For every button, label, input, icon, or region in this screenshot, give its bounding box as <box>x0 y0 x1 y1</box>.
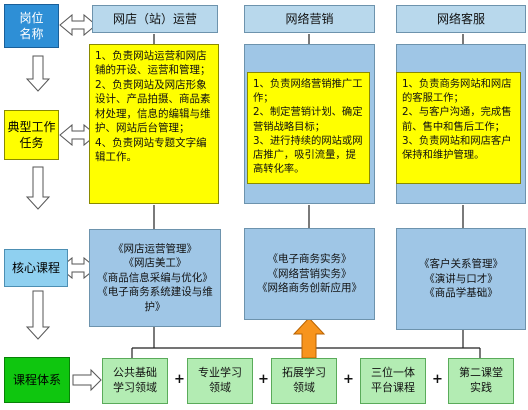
task-line: 3、负责网站和网店客户保持和维护管理。 <box>402 134 512 162</box>
double-arrow-1 <box>59 13 97 37</box>
column-title-1: 网店（站）运营 <box>92 5 218 33</box>
tasks-box-3: 1、负责商务网站和网店的客服工作； 2、与客户沟通，完成售前、售中和售后工作； … <box>396 72 521 184</box>
courses-box-1: 《网店运营管理》 《网店美工》 《商品信息采编与优化》 《电子商务系统建设与维护… <box>89 229 221 327</box>
course-item: 《商品信息采编与优化》 <box>97 271 213 284</box>
platform-courses-module: 三位一体 平台课程 <box>360 358 426 404</box>
course-item: 《商品学基础》 <box>424 287 498 300</box>
course-item: 《网络商务创新应用》 <box>257 282 362 295</box>
course-item: 《电子商务实务》 <box>267 253 352 266</box>
down-arrow-1 <box>25 55 51 92</box>
course-item: 《网店运营管理》 <box>113 242 197 255</box>
task-line: 1、负责网络营销推广工作； <box>253 78 363 105</box>
courses-box-2: 《电子商务实务》 《网络营销实务》 《网络商务创新应用》 <box>244 228 375 320</box>
task-line: 1、负责商务网站和网店的客服工作； <box>402 78 512 105</box>
plus-sign: + <box>174 372 185 387</box>
course-system-label: 课程体系 <box>4 357 70 403</box>
tasks-box-2: 1、负责网络营销推广工作； 2、制定营销计划、确定营销战略目标； 3、进行持续的… <box>247 72 370 184</box>
typical-tasks-label: 典型工作 任务 <box>4 110 59 160</box>
public-foundation-module: 公共基础 学习领域 <box>102 358 168 404</box>
course-item: 《网络营销实务》 <box>267 267 352 280</box>
extension-module: 拓展学习 领域 <box>271 358 337 404</box>
plus-sign: + <box>432 372 443 387</box>
tasks-box-1: 1、负责网站运营和网店铺的开设、运营和管理； 2、负责网站及网店形象设计、产品拍… <box>89 44 219 204</box>
task-line: 2、负责网站及网店形象设计、产品拍摄、商品素材处理，信息的编辑与维护、网站后台管… <box>95 78 211 135</box>
down-arrow-2 <box>25 166 51 210</box>
position-name-label: 岗位 名称 <box>4 4 59 48</box>
core-courses-label: 核心课程 <box>4 249 68 287</box>
task-line: 3、进行持续的网站或网店推广，吸引流量，提高转化率。 <box>253 134 363 176</box>
down-arrow-3 <box>25 290 51 340</box>
professional-module: 专业学习 领域 <box>187 358 253 404</box>
task-line: 4、负责网站专题文字编辑工作。 <box>95 136 207 164</box>
course-item: 《电子商务系统建设与维护》 <box>97 286 213 313</box>
course-item: 《网店美工》 <box>123 257 187 270</box>
column-title-3: 网络客服 <box>396 5 526 33</box>
plus-sign: + <box>258 372 269 387</box>
plus-sign: + <box>343 372 354 387</box>
courses-box-3: 《客户关系管理》 《演讲与口才》 《商品学基础》 <box>396 228 526 330</box>
course-item: 《演讲与口才》 <box>424 272 498 285</box>
course-item: 《客户关系管理》 <box>419 258 503 271</box>
orange-up-arrow <box>292 317 326 359</box>
column-title-2: 网络营销 <box>244 5 375 33</box>
right-arrow <box>72 368 102 392</box>
task-line: 1、负责网站运营和网店铺的开设、运营和管理； <box>95 50 211 77</box>
task-line: 2、与客户沟通，完成售前、售中和售后工作； <box>402 106 512 133</box>
second-classroom-module: 第二课堂 实践 <box>448 358 514 404</box>
task-line: 2、制定营销计划、确定营销战略目标； <box>253 106 363 133</box>
